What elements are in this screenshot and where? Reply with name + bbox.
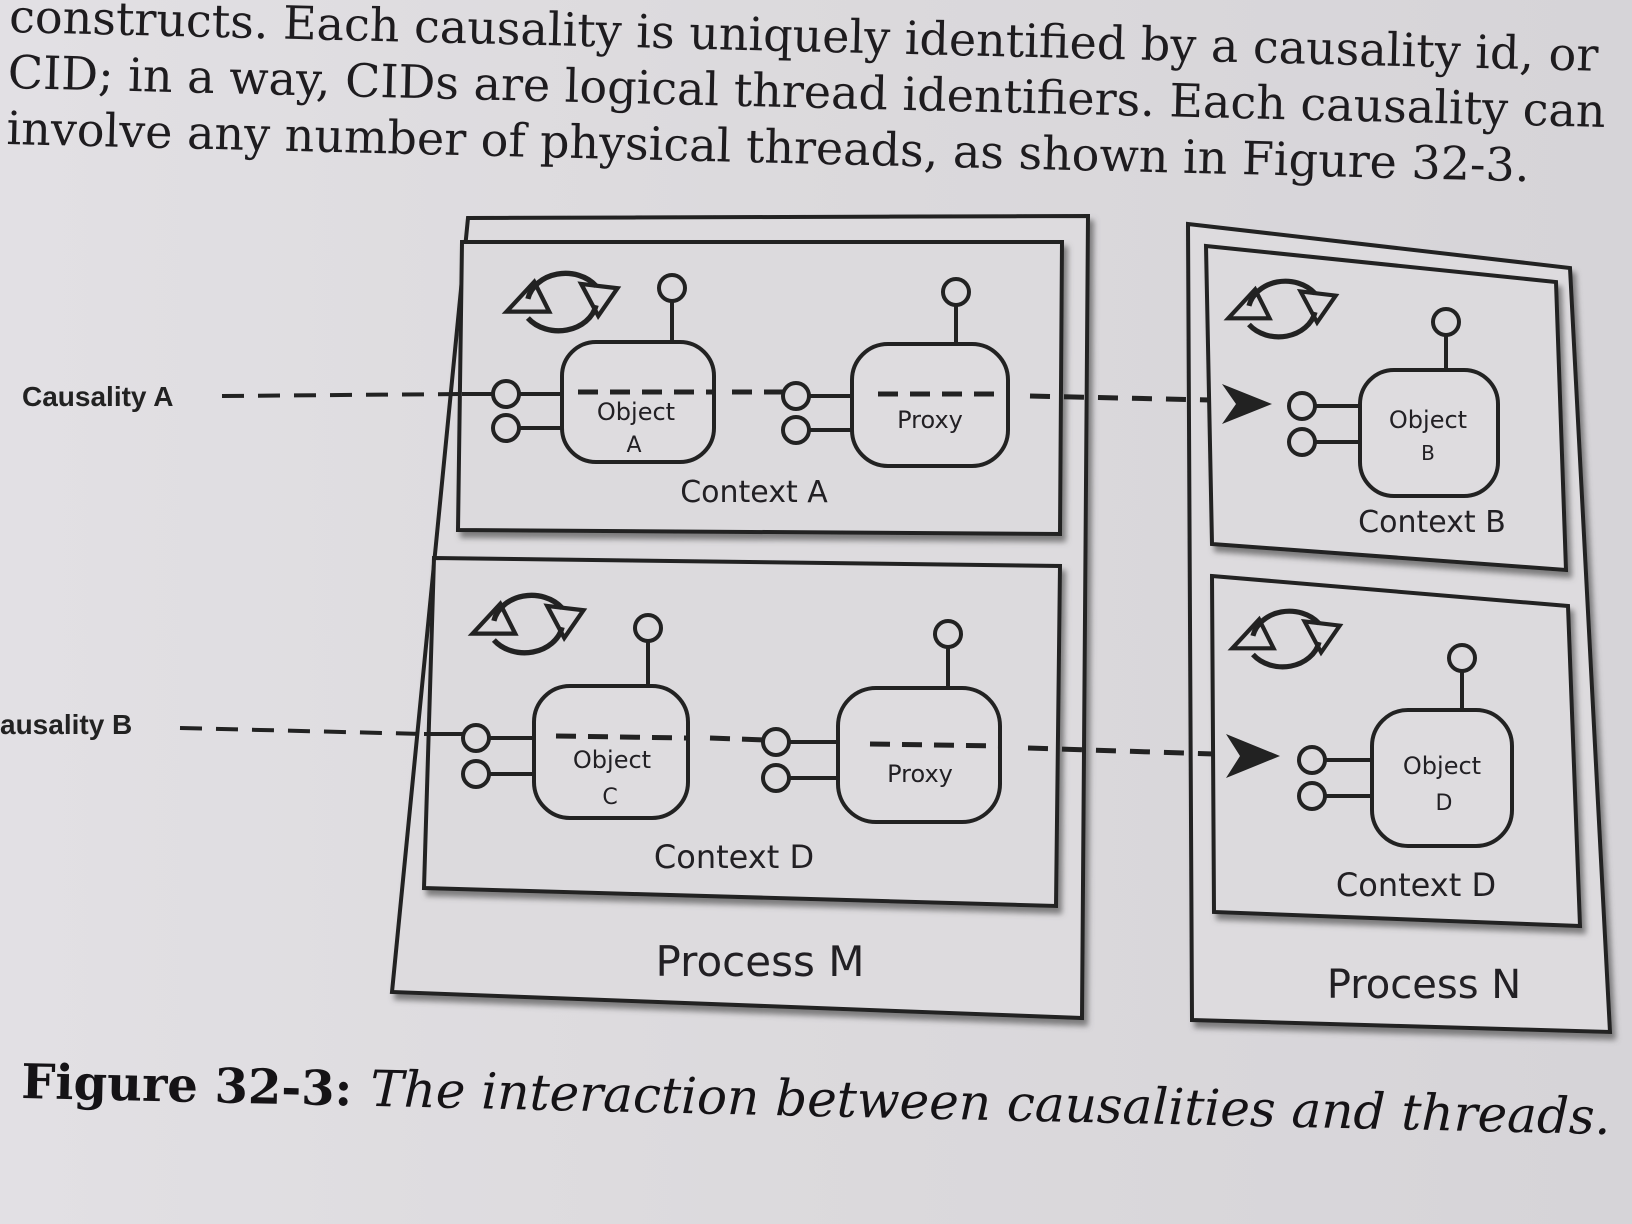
object-d-box	[1370, 708, 1514, 848]
process-n-label: Process N	[1327, 962, 1521, 1008]
proxy-a-label: Proxy	[897, 406, 963, 434]
causality-a-path: Causality A	[22, 381, 1272, 424]
context-d-m-label: Context D	[654, 838, 814, 876]
object-a-box	[560, 340, 716, 464]
causality-b-path: ausality B	[0, 709, 1280, 778]
object-c-box	[532, 684, 690, 820]
proxy-c-box	[836, 686, 1002, 824]
causality-b-label: ausality B	[0, 709, 132, 740]
object-c-id: C	[602, 785, 617, 810]
context-a-label: Context A	[680, 475, 828, 510]
context-d-n-box: Object D Context D	[1209, 573, 1583, 929]
context-b-box: Object B Context B	[1203, 243, 1569, 573]
object-d-id: D	[1436, 791, 1453, 816]
object-b-label: Object	[1389, 406, 1467, 434]
object-b-box	[1358, 368, 1500, 498]
object-a-label: Object	[597, 398, 675, 426]
arrowhead-icon	[1222, 384, 1272, 424]
object-b-id: B	[1421, 441, 1435, 465]
causality-a-label: Causality A	[22, 381, 173, 412]
context-a-box: Object A Proxy Context A	[455, 240, 1065, 537]
object-a-id: A	[626, 433, 641, 458]
proxy-c-label: Proxy	[887, 760, 953, 788]
process-m-label: Process M	[656, 937, 865, 986]
proxy-a-box	[850, 342, 1010, 468]
figure-number: Figure 32-3:	[20, 1053, 354, 1118]
context-d-m-box: Object C Proxy Context D	[421, 555, 1063, 909]
object-d-label: Object	[1403, 752, 1481, 780]
object-c-label: Object	[573, 746, 651, 774]
context-d-n-label: Context D	[1336, 866, 1496, 904]
arrowhead-icon	[1226, 734, 1280, 778]
context-b-label: Context B	[1358, 505, 1506, 540]
